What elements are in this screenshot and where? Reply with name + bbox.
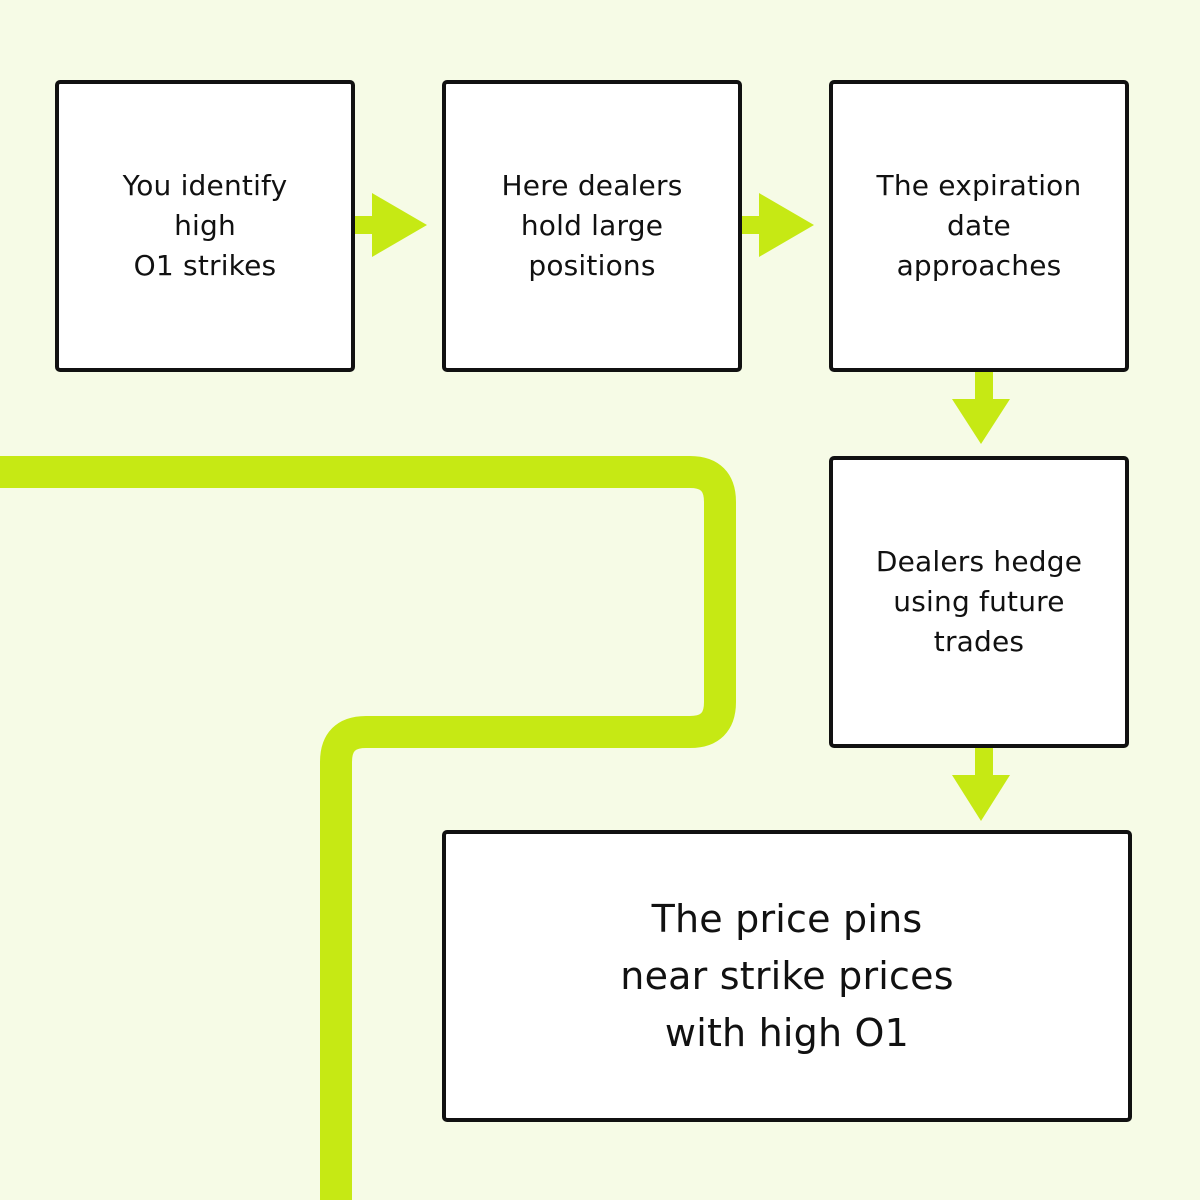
decorative-pipe-line	[0, 456, 736, 1200]
step-2-text: Here dealers hold large positions	[501, 169, 683, 282]
result-box: The price pins near strike prices with h…	[442, 830, 1132, 1122]
step-box-4: Dealers hedge using future trades	[829, 456, 1129, 748]
step-3-text: The expiration date approaches	[876, 169, 1082, 282]
step-box-3: The expiration date approaches	[829, 80, 1129, 372]
arrow-step3-to-step4	[952, 372, 1010, 444]
step-4-text: Dealers hedge using future trades	[875, 545, 1083, 658]
step-1-text: You identify high O1 strikes	[122, 169, 288, 282]
arrow-step1-to-step2	[355, 193, 427, 257]
step-box-1: You identify high O1 strikes	[55, 80, 355, 372]
step-box-2: Here dealers hold large positions	[442, 80, 742, 372]
result-text: The price pins near strike prices with h…	[620, 896, 954, 1055]
arrow-step4-to-step5	[952, 748, 1010, 821]
arrow-step2-to-step3	[742, 193, 814, 257]
